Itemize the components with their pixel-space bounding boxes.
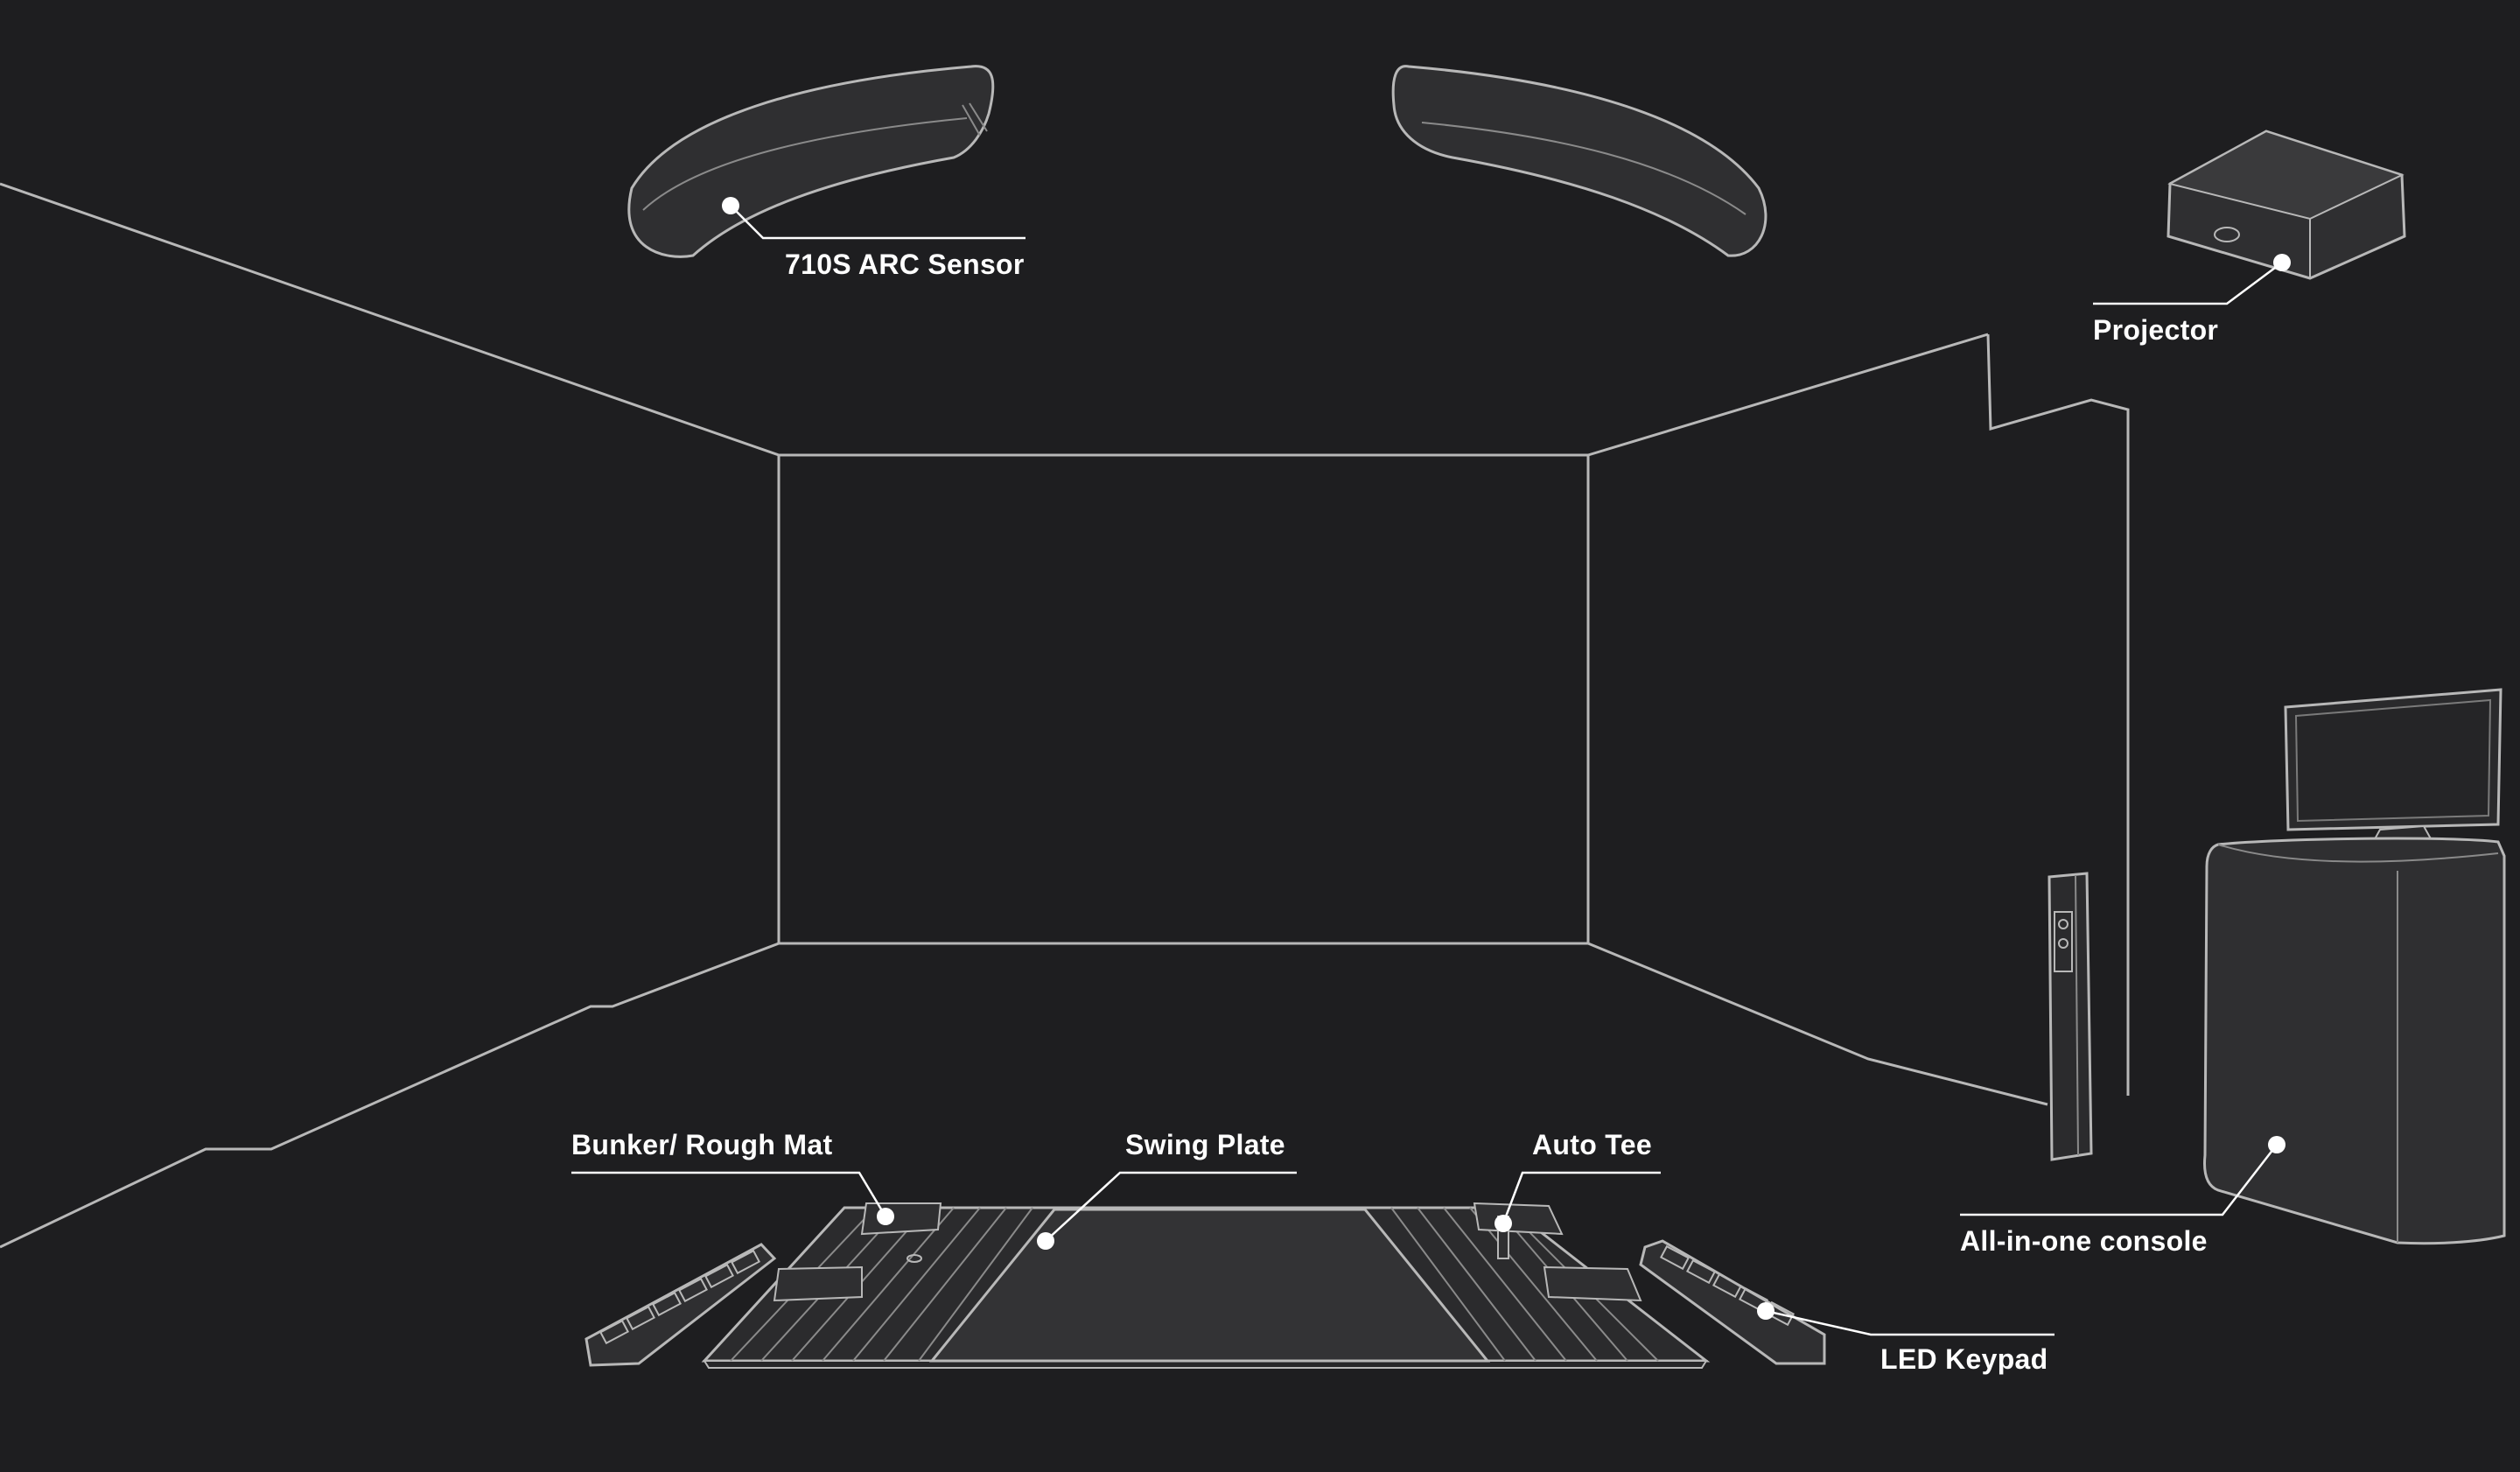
ceiling-left-edge bbox=[0, 182, 780, 457]
console-leader bbox=[1960, 1144, 2278, 1216]
projector bbox=[2166, 130, 2406, 812]
arc-sensor-left bbox=[627, 65, 995, 258]
swing-plate bbox=[928, 1208, 1491, 1363]
led-keypad-left bbox=[584, 1243, 777, 1367]
sensor-dot bbox=[722, 197, 739, 214]
led-keypad-right bbox=[1639, 1239, 1826, 1365]
swing-dot bbox=[1037, 1232, 1054, 1250]
room-wireframe bbox=[0, 182, 2130, 1249]
floor-left-edge bbox=[0, 942, 780, 1249]
tee-leader bbox=[1502, 1171, 1661, 1224]
tee-dot bbox=[1494, 1215, 1512, 1232]
label-710s-arc-sensor: 710S ARC Sensor bbox=[785, 249, 1025, 280]
label-projector: Projector bbox=[2093, 314, 2219, 346]
floor-stand bbox=[2048, 872, 2093, 1161]
ceiling-right-edge bbox=[1587, 333, 1989, 457]
label-swing-plate: Swing Plate bbox=[1125, 1129, 1285, 1160]
bunker-dot bbox=[877, 1208, 894, 1225]
label-all-in-one-console: All-in-one console bbox=[1960, 1225, 2208, 1257]
callout-dots bbox=[722, 197, 2291, 1320]
arc-sensor-right bbox=[1391, 65, 1768, 257]
swing-leader bbox=[1045, 1171, 1297, 1242]
floor-right-edge bbox=[1587, 942, 2048, 1106]
console bbox=[2203, 688, 2506, 1245]
sensor-leader bbox=[730, 205, 1026, 240]
label-led-keypad: LED Keypad bbox=[1880, 1343, 2048, 1375]
back-wall-screen bbox=[777, 453, 1590, 945]
console-dot bbox=[2268, 1136, 2286, 1153]
label-bunker-rough-mat: Bunker/ Rough Mat bbox=[571, 1129, 833, 1160]
hitting-area bbox=[701, 1202, 1711, 1369]
bunker-leader bbox=[571, 1171, 887, 1217]
callouts bbox=[571, 205, 2283, 1336]
projector-dot bbox=[2273, 254, 2291, 271]
label-auto-tee: Auto Tee bbox=[1532, 1129, 1652, 1160]
projector-leader bbox=[2093, 261, 2283, 305]
keypad-dot bbox=[1757, 1302, 1774, 1320]
right-wall-panel bbox=[1986, 333, 2130, 1096]
keypad-leader bbox=[1765, 1309, 2054, 1336]
